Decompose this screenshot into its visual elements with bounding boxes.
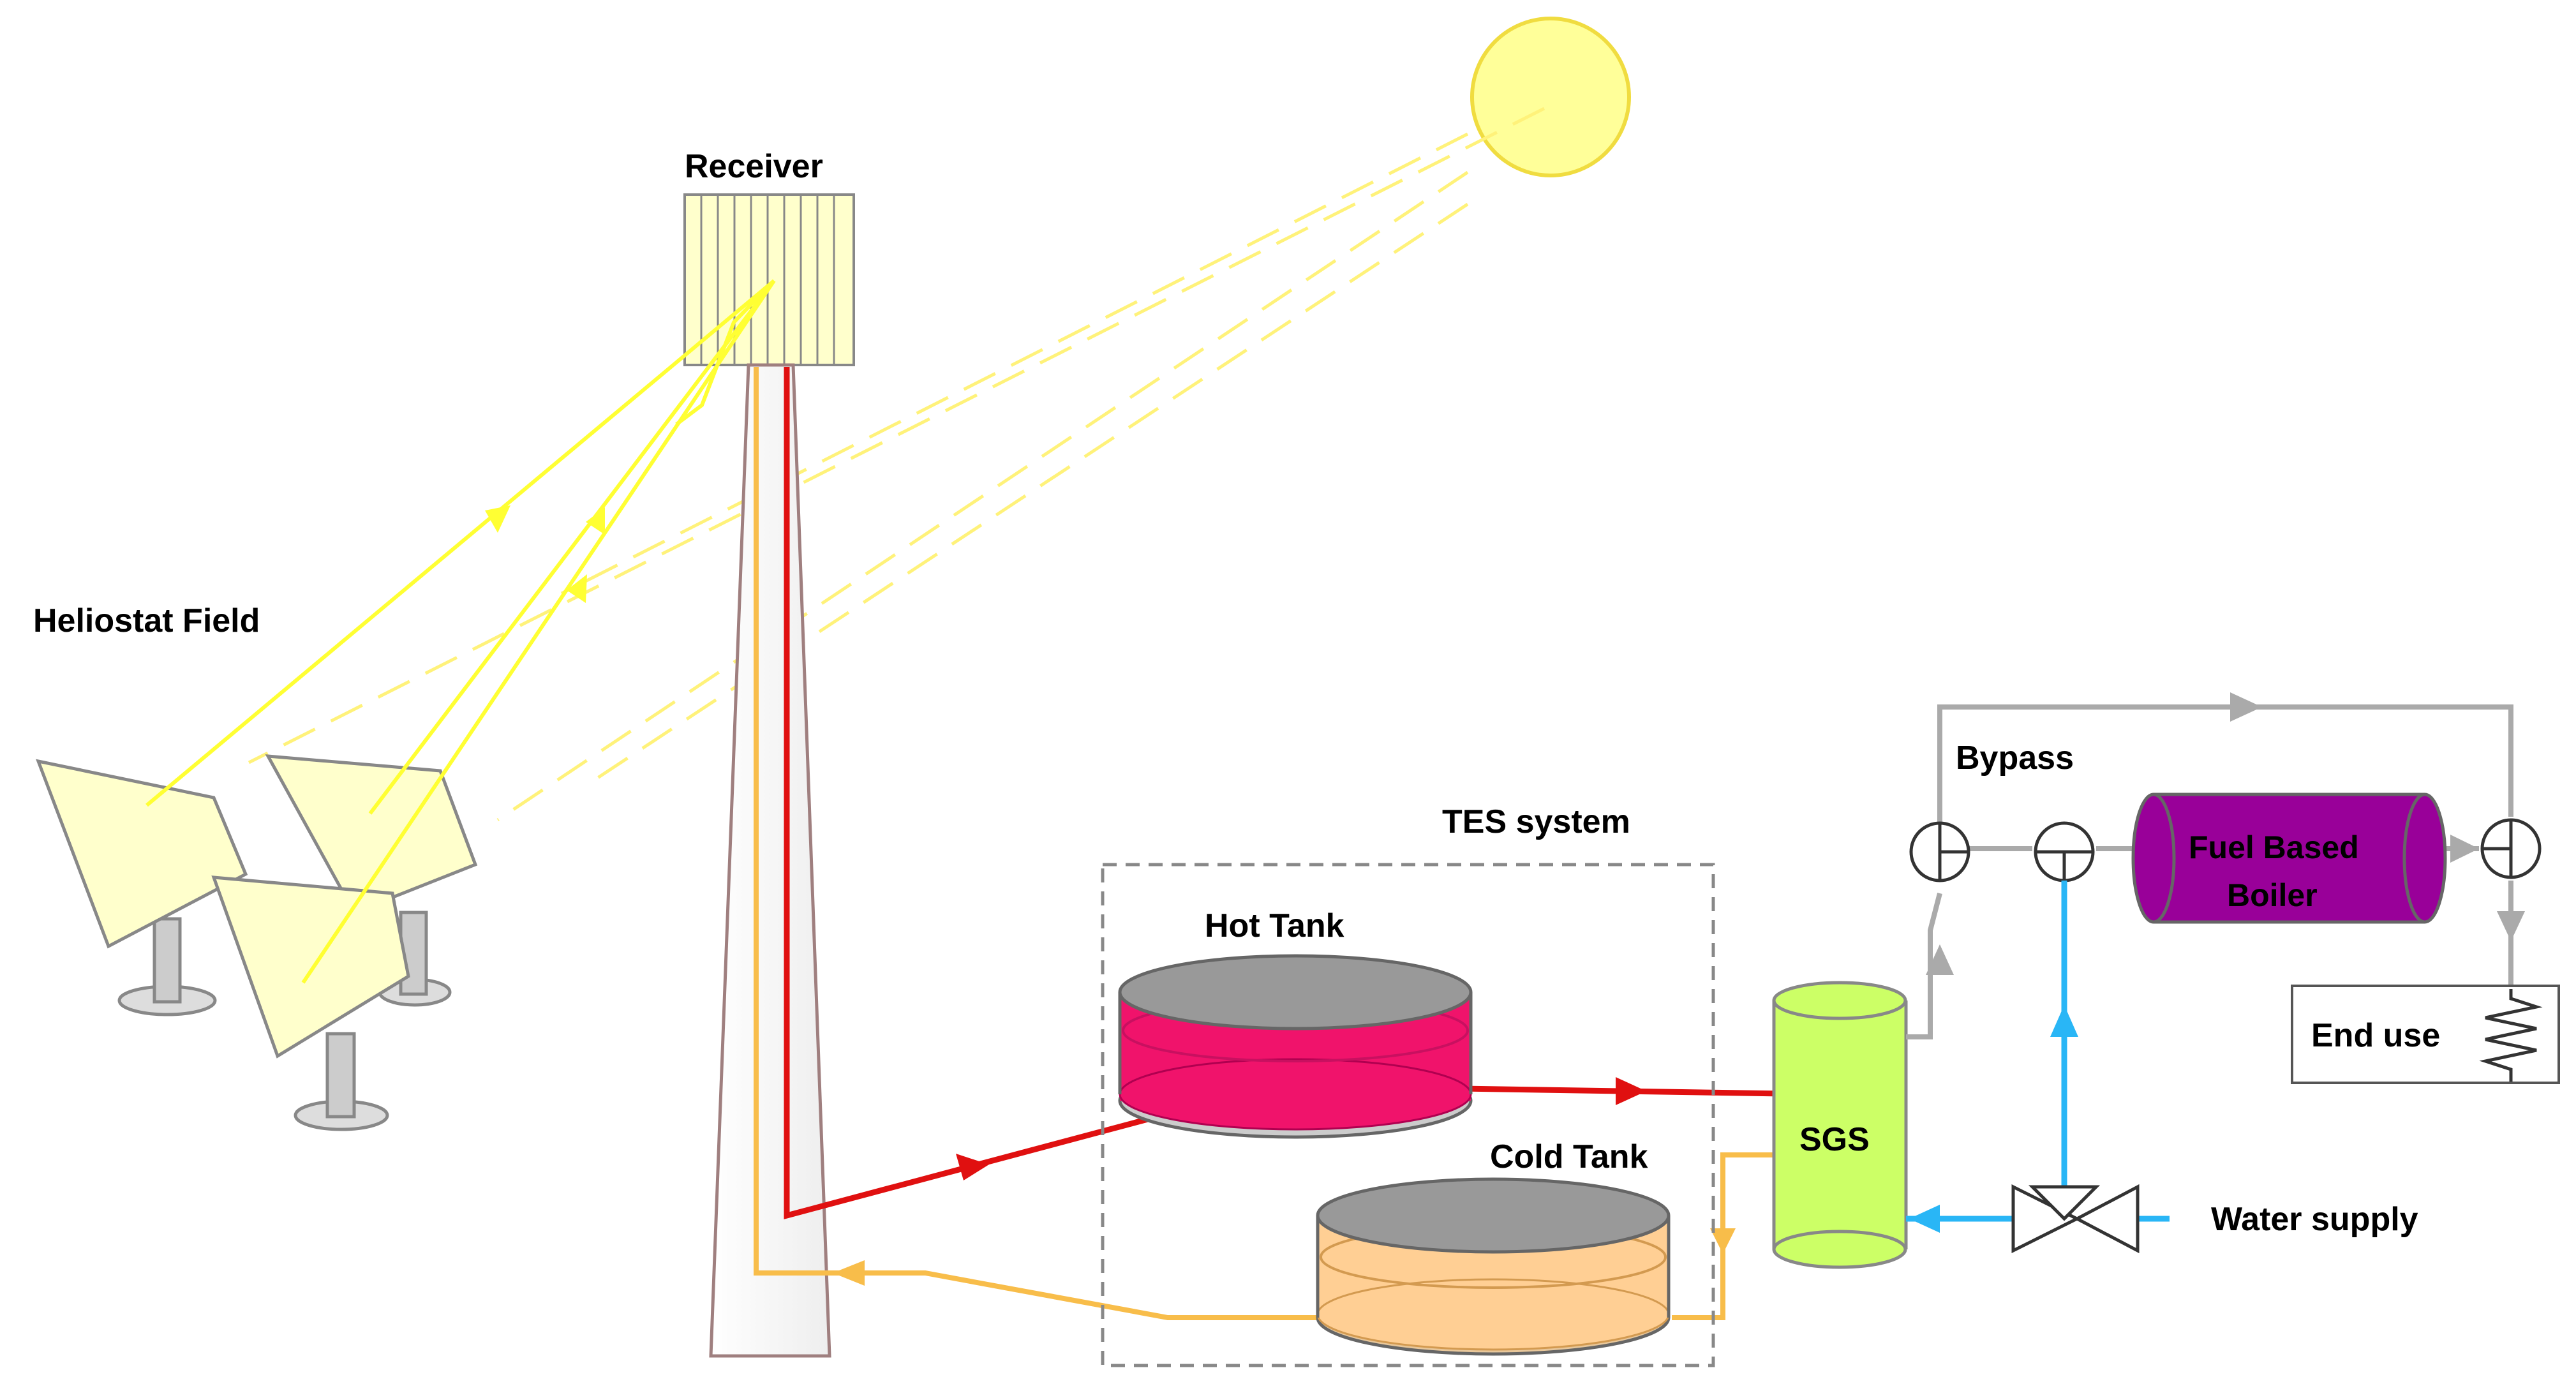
boiler-label-line1: Fuel Based [2189, 830, 2359, 865]
hot-flow-arrow [956, 1154, 989, 1180]
heliostat-field [36, 754, 478, 1131]
incoming-sun-rays [248, 107, 1545, 822]
steam-flow-arrow [2450, 835, 2479, 863]
cold-flow-arrow [1710, 1228, 1736, 1254]
tes-system-label: TES system [1442, 803, 1630, 840]
hot-flow-arrow [1616, 1077, 1646, 1105]
tower [709, 363, 831, 1358]
cold-tank [1316, 1177, 1671, 1356]
heliostat [36, 759, 248, 1016]
tes-system-box [1101, 863, 1715, 1367]
cold-flow-arrow [833, 1260, 865, 1286]
receiver-label: Receiver [685, 148, 823, 185]
sun-icon [1470, 17, 1631, 177]
heliostat [265, 754, 478, 1007]
valve-icon [2480, 818, 2542, 879]
steam-lines [1906, 704, 2513, 1039]
water-flow-arrow [1909, 1205, 1940, 1233]
heat-exchanger-coil-icon [2479, 989, 2543, 1082]
valve-icon [2034, 821, 2095, 882]
water-lines [1906, 881, 2170, 1222]
hot-tank [1118, 954, 1473, 1139]
water-supply-label: Water supply [2211, 1201, 2418, 1238]
receiver [683, 193, 855, 366]
end-use-label: End use [2311, 1017, 2440, 1054]
cold-tank-label: Cold Tank [1490, 1138, 1648, 1175]
boiler-label-line2: Boiler [2227, 877, 2318, 913]
sgs-unit [1772, 981, 1908, 1269]
valve-icon [1909, 821, 1970, 882]
fuel-based-boiler [2131, 792, 2447, 924]
sgs-label: SGS [1799, 1121, 1870, 1158]
heliostat [211, 875, 410, 1131]
hot-tank-label: Hot Tank [1205, 907, 1344, 944]
steam-flow-arrow [1926, 944, 1954, 975]
steam-flow-arrow [2497, 911, 2525, 941]
steam-flow-arrow [2230, 692, 2262, 722]
water-flow-arrow [2050, 1005, 2078, 1037]
reflected-rays [145, 279, 776, 984]
bypass-label: Bypass [1956, 740, 2074, 777]
three-way-valve-icon [2011, 1184, 2140, 1254]
heliostat-field-label: Heliostat Field [33, 602, 260, 639]
